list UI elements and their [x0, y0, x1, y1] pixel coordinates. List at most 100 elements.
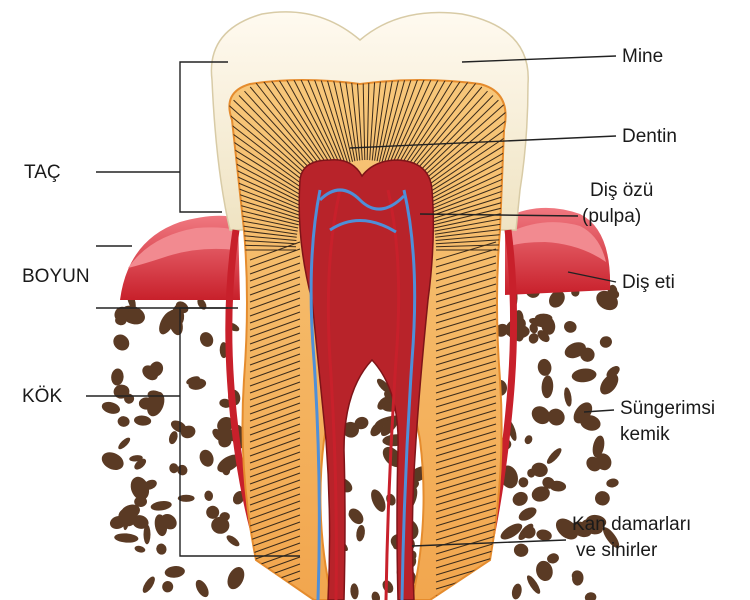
label-tac-text: TAÇ — [24, 162, 61, 183]
bone-fragment — [204, 490, 214, 501]
dentin-tubule — [435, 500, 497, 520]
bone-fragment — [162, 581, 174, 593]
bone-fragment — [536, 529, 552, 541]
bone-fragment — [111, 368, 124, 386]
dentin-tubule — [249, 276, 301, 296]
dentin-tubule — [229, 142, 308, 203]
dentin-tubule — [435, 493, 497, 513]
bone-fragment — [547, 553, 559, 564]
dentin-tubule — [249, 444, 301, 464]
dentin-tubule — [435, 486, 497, 506]
bone-fragment — [232, 490, 245, 505]
dentin-tubule — [249, 297, 301, 317]
dentin-tubule — [435, 367, 497, 387]
bone-fragment — [168, 431, 178, 445]
label-pulpa: Diş özü (pulpa) — [419, 180, 653, 227]
bone-fragment — [113, 334, 130, 351]
dentin-tubule — [249, 451, 301, 471]
bone-fragment — [382, 580, 394, 593]
bone-fragment — [513, 543, 529, 557]
label-dis-eti: Diş eti — [567, 271, 675, 293]
dentin-tubule — [435, 283, 497, 303]
bone-fragment — [226, 535, 240, 547]
dentin-tubule — [435, 276, 497, 296]
bone-fragment — [134, 415, 152, 426]
bone-fragment — [143, 479, 157, 490]
dentin-tubule — [435, 332, 497, 352]
dentin-tubule — [435, 409, 497, 429]
bone-fragment — [211, 516, 230, 534]
dentin-tubule — [249, 472, 301, 492]
bone-fragment — [186, 376, 200, 385]
label-dentin-text: Dentin — [622, 126, 677, 147]
bone-fragment — [150, 501, 172, 511]
dentin-tubule — [249, 304, 301, 324]
label-kan-line1: Kan damarları — [572, 514, 691, 535]
bone-fragment — [170, 420, 187, 433]
bone-fragment — [518, 507, 537, 521]
dentin-tubule — [267, 80, 333, 172]
dentin-tubule — [435, 353, 497, 373]
bone-fragment — [101, 452, 124, 470]
label-kan-line2: ve sinirler — [576, 540, 658, 561]
label-sungerimsi: Süngerimsi kemik — [583, 398, 715, 445]
dentin-tubule — [249, 248, 301, 268]
dentin-tubule — [419, 119, 506, 193]
bone-fragment — [356, 524, 365, 542]
dentin-tubule — [249, 430, 301, 450]
dentin-tubule — [435, 521, 497, 541]
dentin-tubule — [249, 86, 326, 177]
dentin-tubule — [435, 556, 497, 576]
dentin-tubule — [395, 80, 452, 169]
dentin-tubule — [434, 214, 506, 235]
dentin-tubule — [249, 241, 301, 261]
dentin-tubule — [261, 80, 331, 174]
dentin-tubule — [435, 472, 497, 492]
dentin-tubule — [435, 297, 497, 317]
dentin-tubule — [435, 423, 497, 443]
dentin-tubule — [249, 514, 301, 534]
bone-fragment — [177, 494, 195, 502]
dentin-tubule — [249, 577, 301, 597]
bone-fragment — [546, 448, 562, 464]
label-kan: Kan damarları ve sinirler — [411, 514, 691, 561]
bone-fragment — [197, 298, 207, 310]
dentin-tubule — [435, 381, 497, 401]
dentin-tubule — [435, 465, 497, 485]
bone-fragment — [342, 421, 359, 438]
bone-fragment — [142, 576, 155, 593]
bone-fragment — [371, 591, 381, 600]
bone-fragment — [130, 476, 150, 501]
dentin-tubule — [435, 241, 497, 261]
bone-fragment — [572, 570, 584, 586]
dentin-tubule — [249, 388, 301, 408]
vessel — [318, 188, 406, 211]
bone-fragment — [129, 455, 143, 462]
bone-fragment — [599, 336, 612, 348]
label-pulpa-line1: Diş özü — [590, 180, 653, 201]
bone-fragment — [113, 384, 130, 399]
dentin-tubule — [249, 416, 301, 436]
label-mine-text: Mine — [622, 46, 663, 67]
dentin-tubule — [249, 353, 301, 373]
dentin-tubule — [249, 367, 301, 387]
dentin-tubule — [435, 444, 497, 464]
bone-fragment — [114, 533, 139, 543]
dentin-tubule — [229, 173, 302, 217]
label-mine: Mine — [461, 46, 663, 67]
bone-fragment — [156, 543, 167, 555]
dentin-tubule — [366, 80, 370, 161]
dentin-tubule — [406, 86, 483, 177]
bone-fragment — [227, 567, 245, 590]
dentin-tubule — [435, 339, 497, 359]
dentin-tubule — [435, 290, 497, 310]
dentin-tubule — [435, 374, 497, 394]
bone-fragment — [169, 463, 179, 474]
bone-fragment — [118, 437, 131, 450]
dentin-tubule — [404, 82, 477, 176]
dentin-tubule — [435, 535, 497, 555]
dentin-tubule — [435, 255, 497, 275]
gum-left-highlight — [128, 227, 236, 268]
gum-right-highlight — [510, 222, 606, 262]
dentin-tubule — [249, 542, 301, 562]
